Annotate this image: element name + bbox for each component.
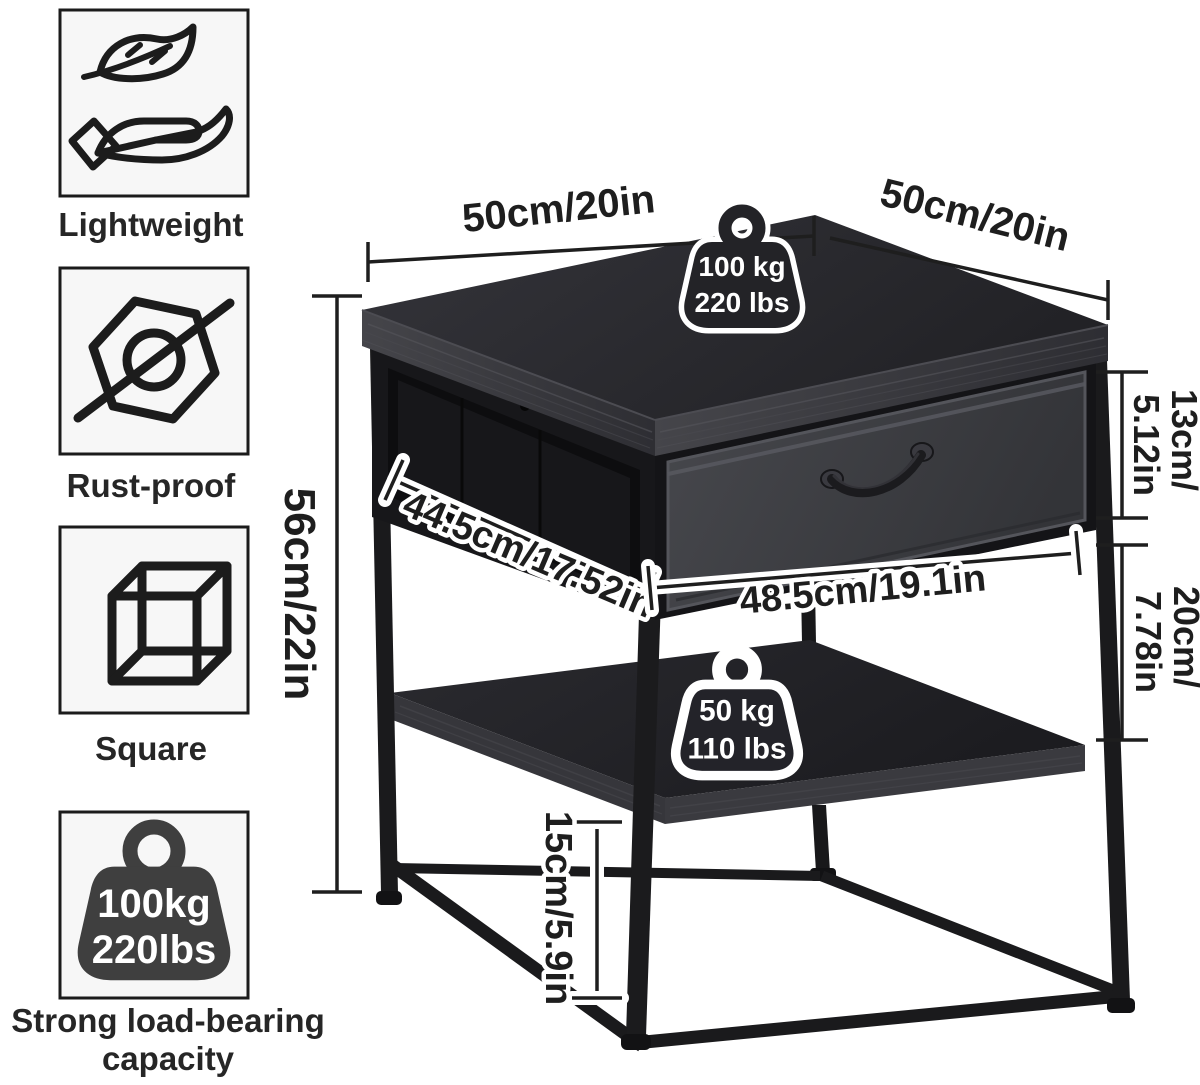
feature-panel: Lightweight Rust-proof Square bbox=[11, 8, 325, 1077]
dim-shelf-gap-in: 7.78in bbox=[1128, 591, 1169, 693]
feature-square: Square bbox=[58, 525, 250, 767]
right-foot bbox=[1107, 998, 1135, 1013]
weight-icon: 100kg 220lbs bbox=[77, 819, 231, 981]
bottom-rail-front-right bbox=[644, 989, 1121, 1049]
dim-top-depth-label: 50cm/20in bbox=[876, 171, 1074, 260]
dim-shelf-gap: 20cm/ 7.78in bbox=[1096, 543, 1200, 742]
cube-icon bbox=[107, 561, 232, 686]
right-leg bbox=[1090, 360, 1130, 1000]
svg-text:20cm/ 7.78in: 20cm/ 7.78in bbox=[1128, 586, 1200, 698]
bottom-rail-back-right bbox=[819, 870, 1121, 998]
rust-proof-icon bbox=[73, 296, 235, 424]
dim-drawer-height-in: 5.12in bbox=[1126, 394, 1167, 496]
front-foot bbox=[621, 1034, 651, 1050]
dim-drawer-height: 13cm/ 5.12in bbox=[1096, 370, 1200, 520]
dim-drawer-height-cm: 13cm/ bbox=[1164, 389, 1200, 491]
carcass bbox=[372, 349, 1096, 620]
leaf-hand-icon bbox=[68, 23, 233, 171]
feature-label: Strong load-bearing bbox=[11, 1002, 325, 1039]
dim-shelf-gap-cm: 20cm/ bbox=[1166, 586, 1200, 688]
dim-bottom-clearance: 15cm/5.9in bbox=[533, 806, 629, 1010]
top-load-kg: 100 kg bbox=[698, 251, 785, 282]
bottom-rail-back-left bbox=[393, 863, 821, 881]
top-load-lbs: 220 lbs bbox=[695, 287, 790, 318]
feature-label-line2: capacity bbox=[102, 1040, 235, 1077]
svg-text:13cm/ 5.12in: 13cm/ 5.12in bbox=[1126, 389, 1200, 501]
dim-total-height-label: 56cm/22in bbox=[275, 488, 324, 701]
feature-label: Lightweight bbox=[58, 206, 243, 243]
weight-icon-kg: 100kg bbox=[97, 882, 210, 926]
dim-top-width-label: 50cm/20in bbox=[460, 177, 657, 241]
feature-lightweight: Lightweight bbox=[58, 8, 250, 243]
left-foot bbox=[376, 891, 402, 905]
shelf-load-badge: 50 kg 110 lbs bbox=[676, 644, 799, 776]
feature-label: Square bbox=[95, 730, 207, 767]
dim-total-height: 56cm/22in bbox=[275, 294, 362, 894]
dim-bottom-clearance-label: 15cm/5.9in bbox=[537, 811, 579, 1005]
drawer-handle bbox=[820, 442, 934, 498]
shelf-load-kg: 50 kg bbox=[699, 694, 775, 727]
top-load-badge: 100 kg 220 lbs bbox=[684, 199, 800, 328]
feature-rustproof: Rust-proof bbox=[58, 266, 250, 504]
feature-label: Rust-proof bbox=[67, 467, 237, 504]
shelf-load-lbs: 110 lbs bbox=[688, 733, 787, 766]
nightstand-illustration bbox=[361, 215, 1135, 1052]
back-leg-lower bbox=[812, 805, 830, 872]
bottom-rail-left-front bbox=[384, 856, 646, 1052]
feature-capacity: 100kg 220lbs Strong load-bearing capacit… bbox=[11, 810, 325, 1077]
weight-icon-lbs: 220lbs bbox=[92, 928, 217, 972]
